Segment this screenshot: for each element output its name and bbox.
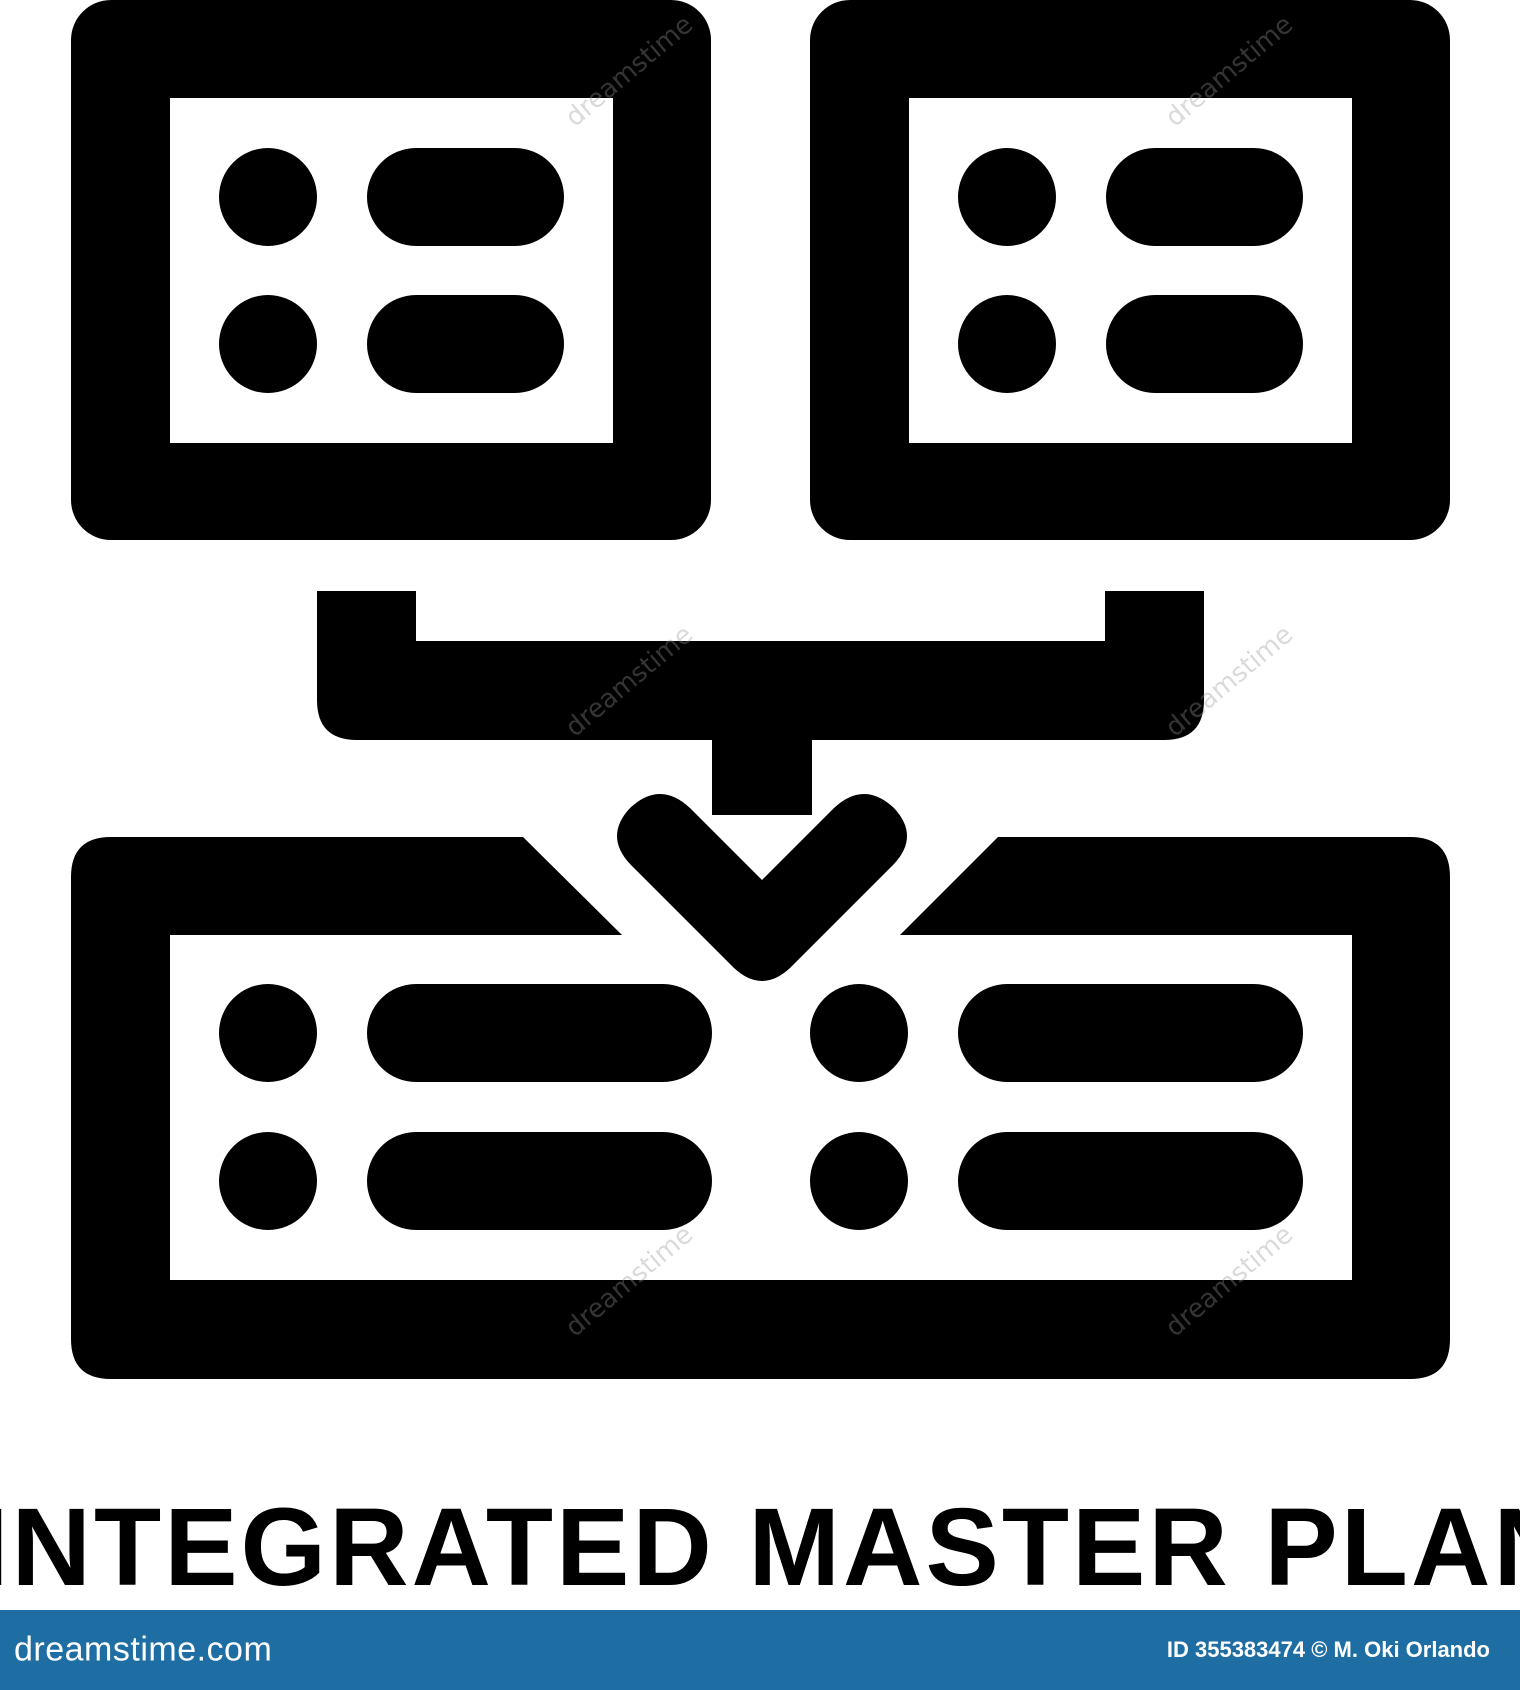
footer-site-logo[interactable]: dreamstime.com: [14, 1630, 273, 1669]
image-credit: ID 355383474 © M. Oki Orlando: [1166, 1637, 1490, 1662]
footer-bar: dreamstime.com ID 355383474 © M. Oki Orl…: [0, 1610, 1520, 1690]
integrated-master-plan-icon: [71, 0, 1450, 1379]
top-right-panel: [810, 0, 1450, 540]
bottom-panel: [71, 837, 1450, 1379]
top-left-panel: [71, 0, 711, 540]
merge-arrow-connector: [317, 591, 1204, 981]
icon-caption: INTEGRATED MASTER PLAN: [0, 1492, 1520, 1604]
